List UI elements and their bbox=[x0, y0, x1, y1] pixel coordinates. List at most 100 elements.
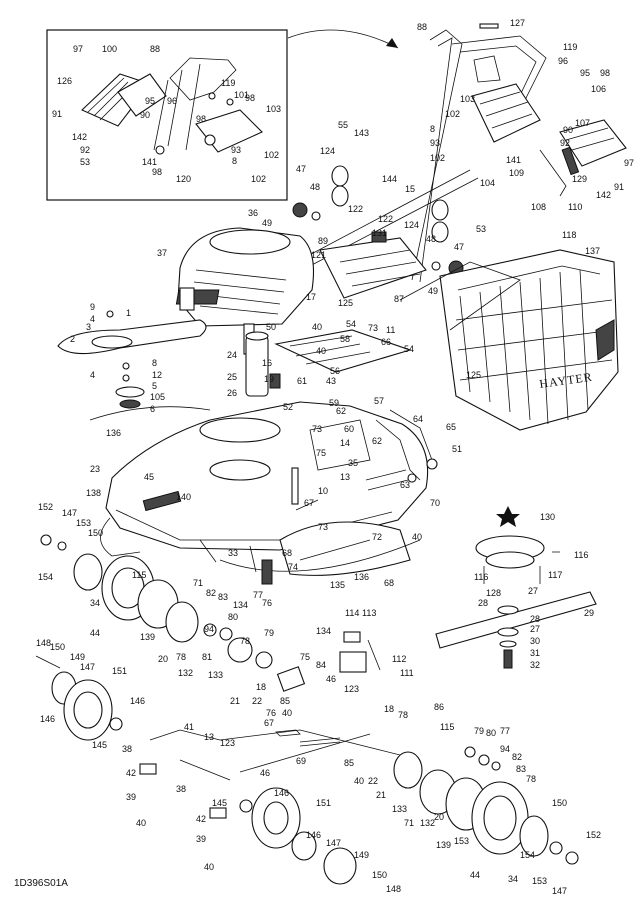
part-label-l-62b: 62 bbox=[372, 436, 382, 446]
part-label-l-3: 3 bbox=[86, 322, 91, 332]
part-label-l-48a: 48 bbox=[310, 182, 320, 192]
part-label-l-146b: 146 bbox=[40, 714, 55, 724]
part-label-l-78c: 78 bbox=[398, 710, 408, 720]
part-label-l-100: 100 bbox=[102, 44, 117, 54]
part-label-l-108: 108 bbox=[531, 202, 546, 212]
part-label-l-53a: 53 bbox=[80, 157, 90, 167]
part-label-l-110: 110 bbox=[568, 202, 582, 212]
part-label-l-115a: 115 bbox=[132, 570, 146, 580]
reference-code: 1D396S01A bbox=[14, 878, 68, 889]
part-label-l-116b: 116 bbox=[474, 572, 488, 582]
part-label-l-154b: 154 bbox=[520, 850, 535, 860]
part-label-l-73c: 73 bbox=[318, 522, 328, 532]
engine bbox=[175, 227, 315, 355]
part-label-l-91b: 91 bbox=[52, 109, 62, 119]
part-label-l-22a: 22 bbox=[252, 696, 262, 706]
part-label-l-85a: 85 bbox=[280, 696, 290, 706]
part-label-l-9: 9 bbox=[90, 302, 95, 312]
part-label-l-54a: 54 bbox=[346, 319, 356, 329]
part-label-l-15: 15 bbox=[405, 184, 415, 194]
part-label-l-102a: 102 bbox=[445, 109, 460, 119]
part-label-l-41: 41 bbox=[184, 722, 194, 732]
part-label-l-80a: 80 bbox=[228, 612, 238, 622]
part-label-l-29: 29 bbox=[584, 608, 594, 618]
part-label-l-137: 137 bbox=[585, 246, 600, 256]
part-label-l-150b: 150 bbox=[50, 642, 65, 652]
part-label-l-67b: 67 bbox=[264, 718, 274, 728]
part-label-l-68b: 68 bbox=[384, 578, 394, 588]
part-label-l-95b: 95 bbox=[145, 96, 155, 106]
part-label-l-8b: 8 bbox=[232, 156, 237, 166]
blade-assembly bbox=[435, 506, 597, 669]
part-label-l-60: 60 bbox=[344, 424, 354, 434]
rear-rollers bbox=[292, 165, 464, 276]
part-label-l-134a: 134 bbox=[233, 600, 248, 610]
part-label-l-16: 16 bbox=[262, 358, 272, 368]
part-label-l-98c: 98 bbox=[196, 114, 206, 124]
part-label-l-126: 126 bbox=[57, 76, 72, 86]
part-label-l-136b: 136 bbox=[354, 572, 369, 582]
part-label-l-90a: 90 bbox=[563, 125, 573, 135]
part-label-l-65: 65 bbox=[446, 422, 456, 432]
part-label-l-106: 106 bbox=[591, 84, 606, 94]
part-label-l-74: 74 bbox=[288, 562, 298, 572]
part-label-l-46a: 46 bbox=[326, 674, 336, 684]
part-label-l-11: 11 bbox=[386, 325, 395, 335]
front-right-wheels bbox=[393, 746, 579, 865]
part-label-l-27a: 27 bbox=[528, 586, 538, 596]
part-label-l-116a: 116 bbox=[574, 550, 588, 560]
part-label-l-112: 112 bbox=[392, 654, 406, 664]
part-label-l-89: 89 bbox=[318, 236, 328, 246]
part-label-l-77b: 77 bbox=[500, 726, 510, 736]
part-label-l-18b: 18 bbox=[384, 704, 394, 714]
part-label-l-145b: 145 bbox=[212, 798, 227, 808]
part-label-l-67a: 67 bbox=[304, 498, 314, 508]
part-label-l-119b: 119 bbox=[221, 78, 235, 88]
part-label-l-23: 23 bbox=[90, 464, 100, 474]
part-label-l-124b: 124 bbox=[404, 220, 419, 230]
part-label-l-81: 81 bbox=[202, 652, 212, 662]
part-label-l-45: 45 bbox=[144, 472, 154, 482]
part-label-l-153b: 153 bbox=[454, 836, 469, 846]
part-label-l-98a: 98 bbox=[600, 68, 610, 78]
part-label-l-103b: 103 bbox=[266, 104, 281, 114]
part-label-l-132b: 132 bbox=[420, 818, 435, 828]
part-label-l-55: 55 bbox=[338, 120, 348, 130]
part-label-l-20a: 20 bbox=[158, 654, 168, 664]
part-label-l-58: 58 bbox=[340, 334, 350, 344]
part-label-l-139a: 139 bbox=[140, 632, 155, 642]
part-label-l-22b: 22 bbox=[368, 776, 378, 786]
part-label-l-64: 64 bbox=[413, 414, 423, 424]
part-label-l-147b: 147 bbox=[80, 662, 95, 672]
part-label-l-96a: 96 bbox=[558, 56, 568, 66]
part-label-l-125b: 125 bbox=[466, 370, 481, 380]
part-label-l-50: 50 bbox=[266, 322, 276, 332]
part-label-l-102b: 102 bbox=[430, 153, 445, 163]
part-label-l-19: 19 bbox=[264, 374, 274, 384]
part-label-l-5: 5 bbox=[152, 381, 157, 391]
part-label-l-147d: 147 bbox=[552, 886, 567, 896]
part-label-l-24: 24 bbox=[227, 350, 237, 360]
part-label-l-149b: 149 bbox=[354, 850, 369, 860]
part-label-l-59: 59 bbox=[329, 398, 339, 408]
part-label-l-34b: 34 bbox=[508, 874, 518, 884]
part-label-l-146a: 146 bbox=[130, 696, 145, 706]
part-label-l-84: 84 bbox=[316, 660, 326, 670]
part-label-l-8c: 8 bbox=[152, 358, 157, 368]
part-label-l-62a: 62 bbox=[336, 406, 346, 416]
part-label-l-40f: 40 bbox=[136, 818, 146, 828]
part-label-l-2: 2 bbox=[70, 334, 75, 344]
part-label-l-71b: 71 bbox=[404, 818, 414, 828]
part-label-l-42a: 42 bbox=[126, 768, 136, 778]
part-label-l-122a: 122 bbox=[348, 204, 363, 214]
part-label-l-97a: 97 bbox=[624, 158, 634, 168]
part-label-l-107: 107 bbox=[575, 118, 590, 128]
drive-shaft bbox=[245, 329, 412, 397]
part-label-l-77a: 77 bbox=[253, 590, 263, 600]
part-label-l-56: 56 bbox=[330, 366, 340, 376]
part-label-l-70: 70 bbox=[430, 498, 440, 508]
part-label-l-4a: 4 bbox=[90, 314, 95, 324]
part-label-l-44a: 44 bbox=[90, 628, 100, 638]
part-label-l-72: 72 bbox=[372, 532, 382, 542]
